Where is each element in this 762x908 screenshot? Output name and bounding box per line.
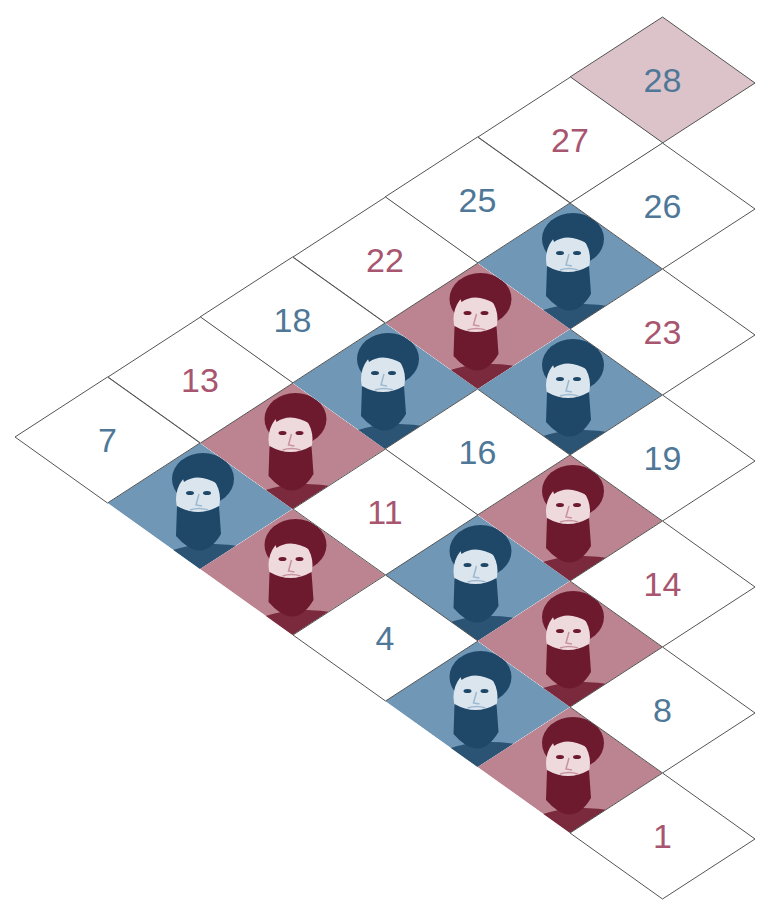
tile-number: 18 bbox=[274, 303, 312, 337]
tile-number: 13 bbox=[181, 363, 219, 397]
tile-number: 26 bbox=[644, 189, 682, 223]
number-tile: 7 bbox=[15, 377, 200, 503]
number-tile: 11 bbox=[293, 449, 478, 575]
tile-number: 16 bbox=[459, 435, 497, 469]
number-tile: 26 bbox=[570, 143, 755, 269]
tile-number: 27 bbox=[551, 123, 589, 157]
tile-number: 11 bbox=[367, 495, 402, 529]
number-tile: 19 bbox=[570, 395, 755, 521]
number-tile: 14 bbox=[570, 521, 755, 647]
tile-number: 22 bbox=[366, 243, 404, 277]
tile-number: 7 bbox=[98, 423, 117, 457]
tile-number: 8 bbox=[653, 693, 672, 727]
tile-number: 19 bbox=[644, 441, 682, 475]
tile-number: 1 bbox=[653, 819, 672, 853]
number-tile: 1 bbox=[570, 773, 755, 899]
tile-number: 4 bbox=[376, 621, 395, 655]
number-tile: 8 bbox=[570, 647, 755, 773]
tile-number: 23 bbox=[644, 315, 682, 349]
tile-number: 14 bbox=[644, 567, 682, 601]
number-tile: 4 bbox=[293, 575, 478, 701]
number-tile: 23 bbox=[570, 269, 755, 395]
tile-number: 28 bbox=[644, 63, 682, 97]
tile-number: 25 bbox=[459, 183, 497, 217]
